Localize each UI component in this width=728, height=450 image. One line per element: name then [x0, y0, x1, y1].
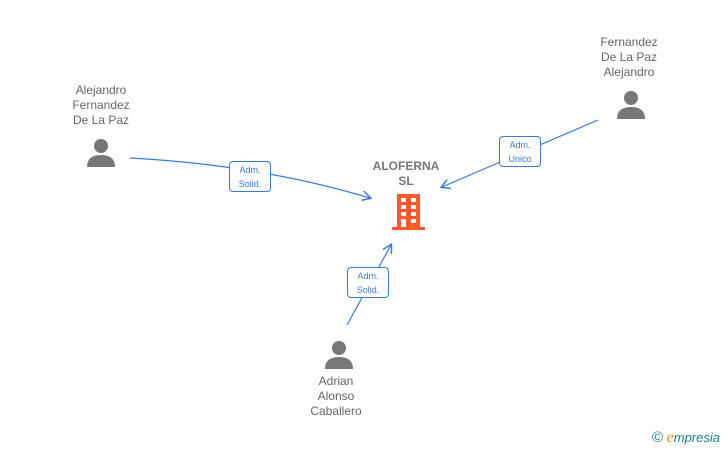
copyright-icon: ©: [651, 429, 664, 446]
company-name[interactable]: ALOFERNA SL: [356, 159, 456, 189]
role-badge[interactable]: Adm. Unico: [499, 136, 541, 167]
name-line: Fernandez: [600, 35, 658, 49]
name-line: Alejandro: [603, 65, 655, 79]
person-name-fernandez[interactable]: Fernandez De La Paz Alejandro: [569, 35, 689, 80]
company-name-line1: ALOFERNA: [372, 159, 440, 173]
person-name-alejandro[interactable]: Alejandro Fernandez De La Paz: [41, 83, 161, 128]
name-line: Alejandro: [75, 83, 127, 97]
brand-rest: mpresia: [673, 430, 720, 445]
role-line: Unico: [508, 154, 532, 164]
name-line: De La Paz: [600, 50, 658, 64]
person-icon[interactable]: [86, 137, 116, 167]
name-line: Alonso: [317, 389, 355, 403]
person-icon[interactable]: [616, 89, 646, 119]
company-name-line2: SL: [398, 174, 414, 188]
brand-first: e: [666, 429, 674, 446]
person-name-adrian[interactable]: Adrian Alonso Caballero: [276, 374, 396, 419]
person-icon[interactable]: [324, 339, 354, 369]
name-line: De La Paz: [72, 113, 130, 127]
role-line: Solid.: [238, 179, 262, 189]
empresia-logo: © empresia: [652, 429, 720, 447]
name-line: Caballero: [310, 404, 362, 418]
building-icon[interactable]: [392, 194, 425, 230]
role-badge[interactable]: Adm. Solid.: [347, 267, 389, 298]
name-line: Fernandez: [72, 98, 130, 112]
role-line: Adm.: [239, 165, 261, 175]
name-line: Adrian: [318, 374, 354, 388]
role-line: Solid.: [356, 285, 380, 295]
role-badge[interactable]: Adm. Solid.: [229, 161, 271, 192]
role-line: Adm.: [357, 271, 379, 281]
role-line: Adm.: [509, 140, 531, 150]
